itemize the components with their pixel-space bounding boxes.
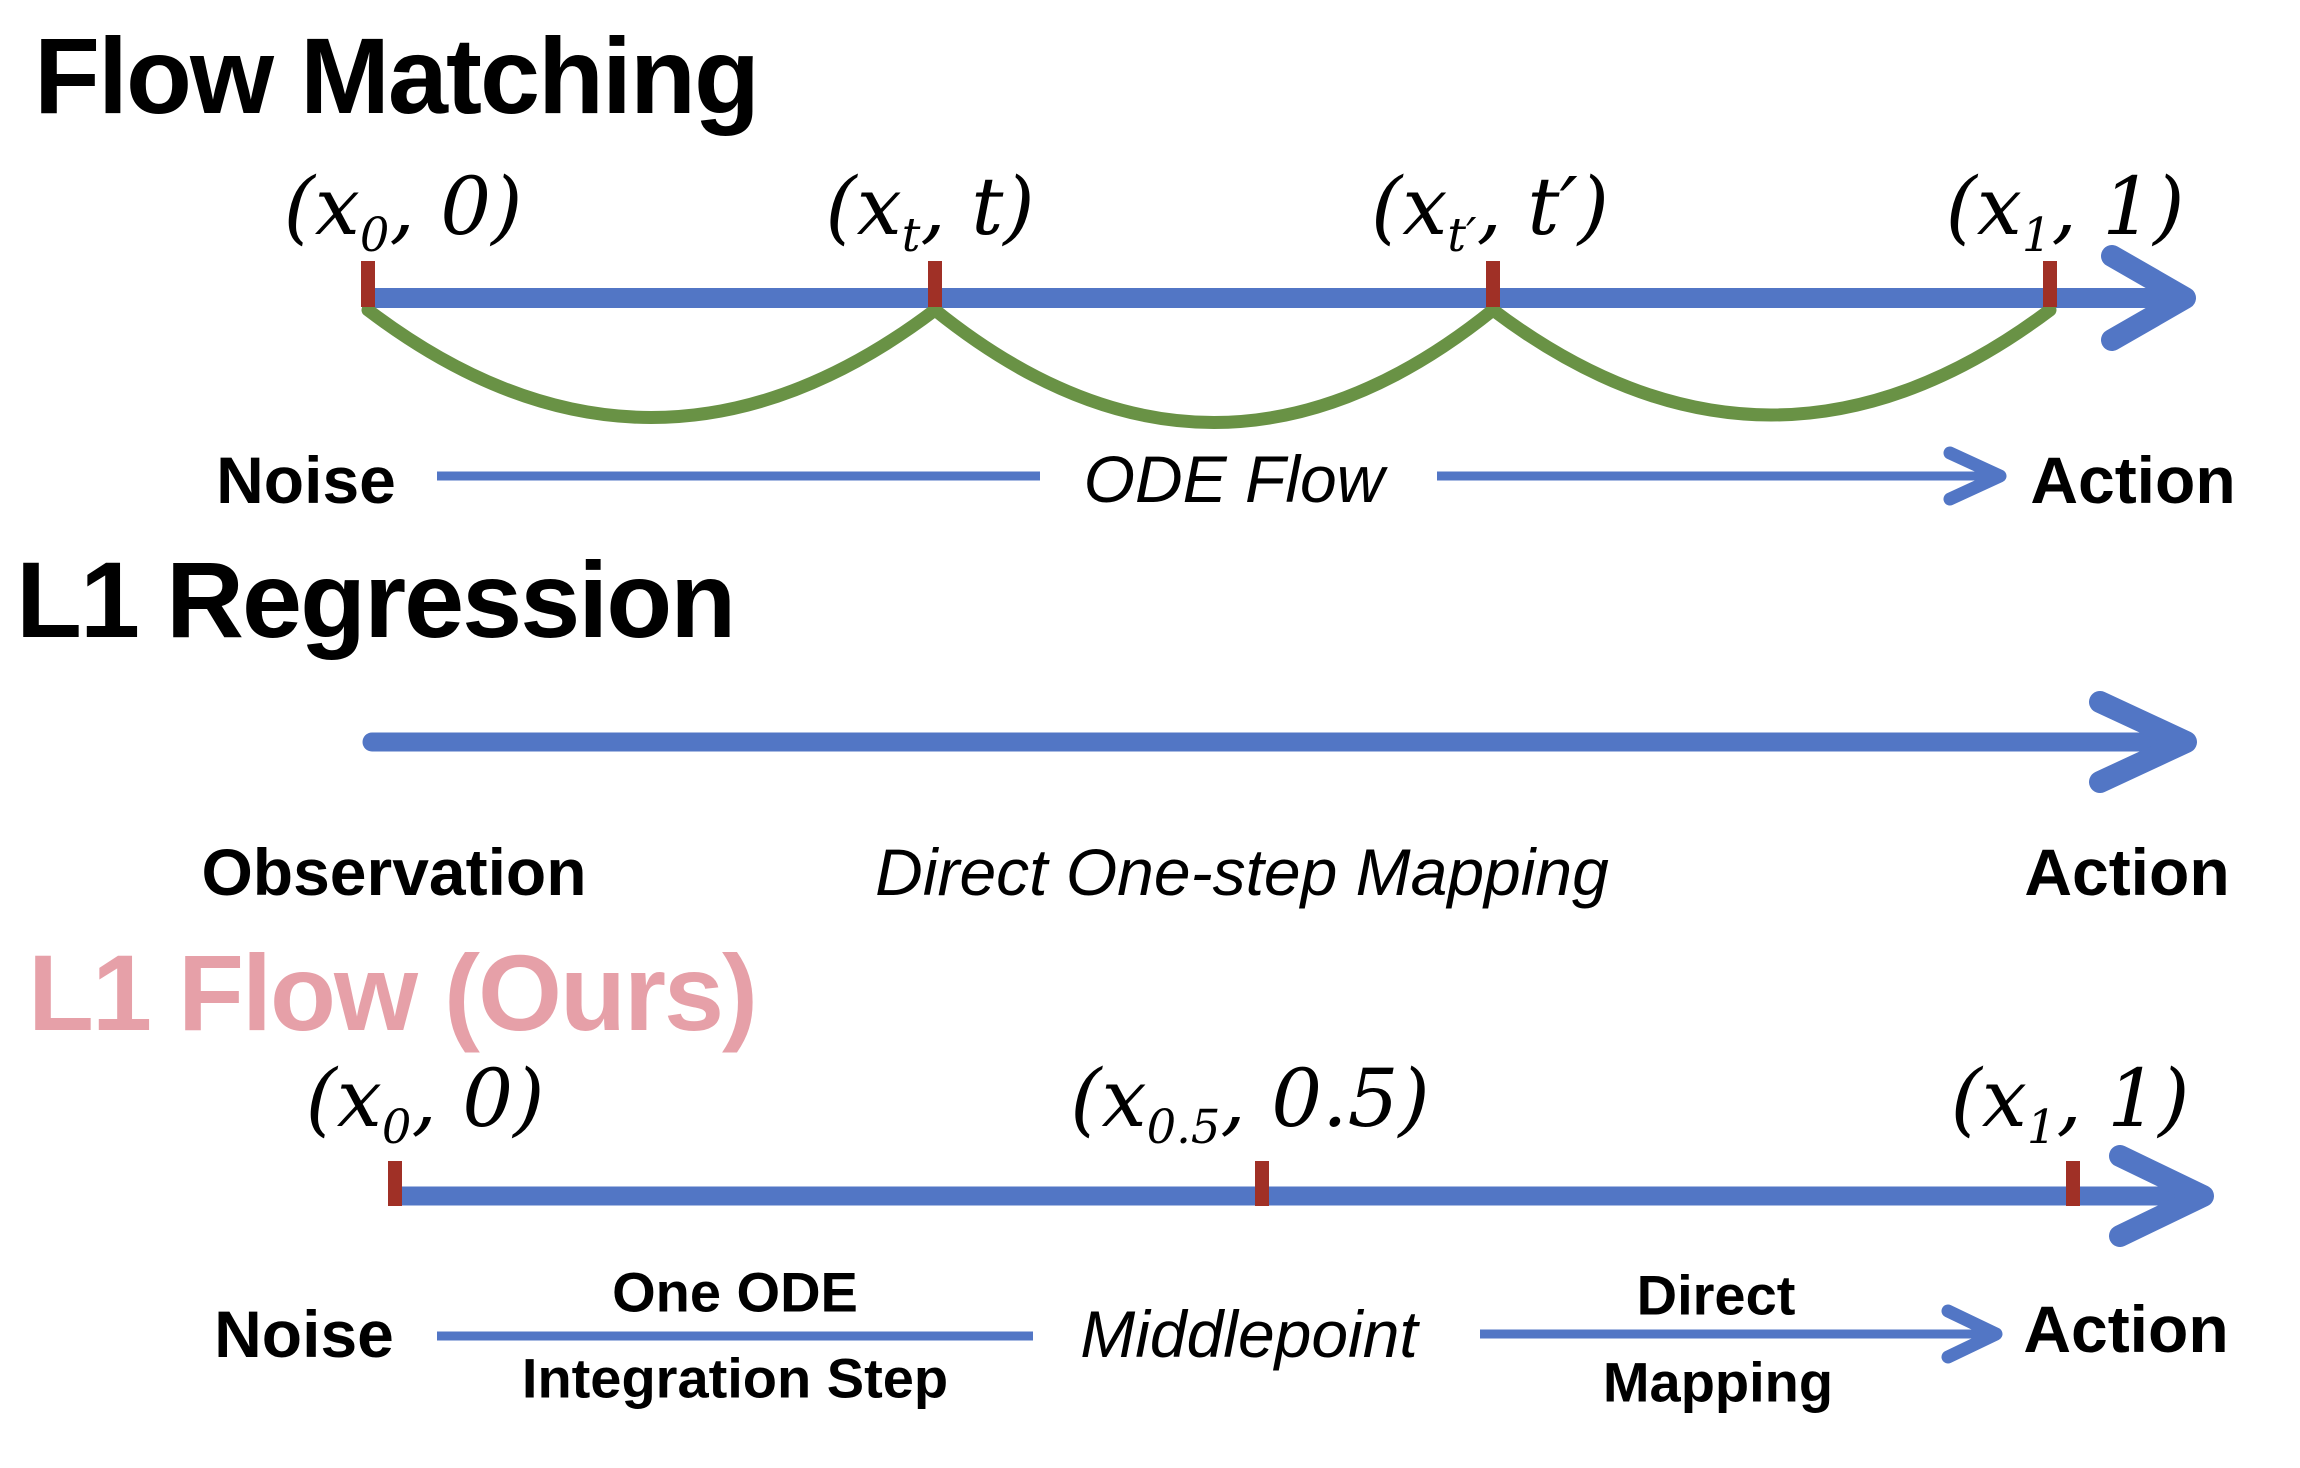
label-ode-flow: ODE Flow — [1083, 442, 1385, 516]
label-noise-top: Noise — [216, 443, 396, 517]
point-label-x0-0-bottom: (x0, 0) — [305, 1052, 545, 1154]
ode-flow-arc-1 — [361, 303, 942, 424]
label-direct-one-step-mapping: Direct One-step Mapping — [875, 835, 1609, 909]
point-label-x05-05: (x0.5, 0.5) — [1070, 1052, 1430, 1154]
section-title-flow-matching: Flow Matching — [34, 15, 760, 136]
label-middlepoint: Middlepoint — [1080, 1297, 1418, 1371]
flow-matching-timeline-arrowhead-icon — [2101, 245, 2196, 351]
point-label-x0-0: (x0, 0) — [283, 160, 523, 262]
label-action-bottom: Action — [2023, 1292, 2229, 1366]
tick-x1-bottom — [2066, 1161, 2080, 1206]
tick-x05-bottom — [1255, 1161, 1269, 1206]
point-label-xtprime-tprime: (xt′, t′) — [1371, 160, 1609, 262]
odeflow-to-action-arrowhead-icon — [1943, 446, 2007, 506]
label-direct: Direct — [1636, 1263, 1796, 1327]
section-title-l1-regression: L1 Regression — [16, 539, 736, 660]
middlepoint-to-action-arrowhead-icon — [1941, 1304, 2003, 1364]
ode-flow-arc-3 — [1486, 303, 2057, 422]
tick-x1 — [2043, 261, 2057, 307]
label-action-middle: Action — [2024, 835, 2230, 909]
label-observation: Observation — [201, 835, 587, 909]
label-action-top: Action — [2030, 443, 2236, 517]
point-label-xt-t: (xt, t) — [825, 160, 1035, 262]
tick-x0 — [361, 261, 375, 307]
ode-flow-arc-2 — [928, 303, 1500, 429]
label-one-ode: One ODE — [612, 1260, 858, 1324]
tick-xt-prime — [1486, 261, 1500, 307]
point-label-x1-1: (x1, 1) — [1945, 160, 2185, 262]
tick-x0-bottom — [388, 1161, 402, 1206]
label-noise-bottom: Noise — [214, 1297, 394, 1371]
label-integration-step: Integration Step — [521, 1346, 949, 1410]
l1-flow-timeline-arrowhead-icon — [2109, 1145, 2214, 1247]
section-title-l1-flow-ours: L1 Flow (Ours) — [28, 932, 758, 1053]
tick-xt — [928, 261, 942, 307]
point-label-x1-1-bottom: (x1, 1) — [1950, 1052, 2190, 1154]
l1-regression-arrowhead-icon — [2089, 691, 2197, 793]
label-mapping: Mapping — [1602, 1350, 1834, 1414]
